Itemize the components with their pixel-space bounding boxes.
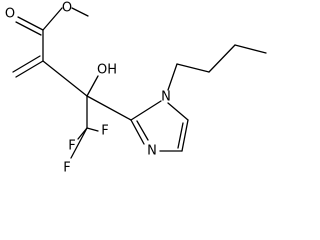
fluorine-3-label: F: [63, 161, 70, 176]
bond-methylene-double-1: [15, 60, 44, 78]
bond-quaternary-c-imidazole-c2: [86, 95, 132, 121]
bond-cf3-f3: [70, 127, 88, 159]
molecule-structure: O O OH N N F F F: [5, 1, 267, 176]
bond-quaternary-c-oh: [86, 75, 99, 97]
bond-methyl-ester-o: [71, 7, 89, 17]
bond-butyl-c2-c3: [208, 44, 236, 73]
bond-carbonyl-double-1: [17, 16, 44, 31]
bond-c2-n1: [130, 100, 162, 121]
carbonyl-oxygen-label: O: [5, 7, 15, 22]
bond-carbonyl-double-2: [15, 21, 42, 36]
bond-n3-c2-double: [136, 120, 149, 141]
bond-n3-c2: [130, 119, 145, 145]
bond-butyl-c1-c2: [176, 63, 210, 73]
bond-cf3-f2: [86, 127, 99, 132]
fluorine-2-label: F: [101, 124, 108, 139]
bond-ester-o-carbonyl-c: [42, 7, 63, 31]
ester-oxygen-label: O: [62, 1, 72, 16]
fluorine-1-label: F: [68, 139, 75, 154]
hydroxyl-label: OH: [97, 63, 117, 78]
bond-n1-butyl-c1: [167, 63, 178, 91]
bond-c5-c4: [181, 119, 189, 152]
bond-methylene-double-2: [12, 55, 41, 73]
bond-n1-c5: [167, 102, 189, 121]
bond-c5-c4-double: [177, 122, 184, 149]
ring-n3-label: N: [147, 144, 157, 159]
bond-alkene-c-quaternary-c: [42, 60, 88, 97]
ring-n1-label: N: [161, 90, 171, 105]
bond-butyl-c3-c4: [234, 44, 267, 54]
